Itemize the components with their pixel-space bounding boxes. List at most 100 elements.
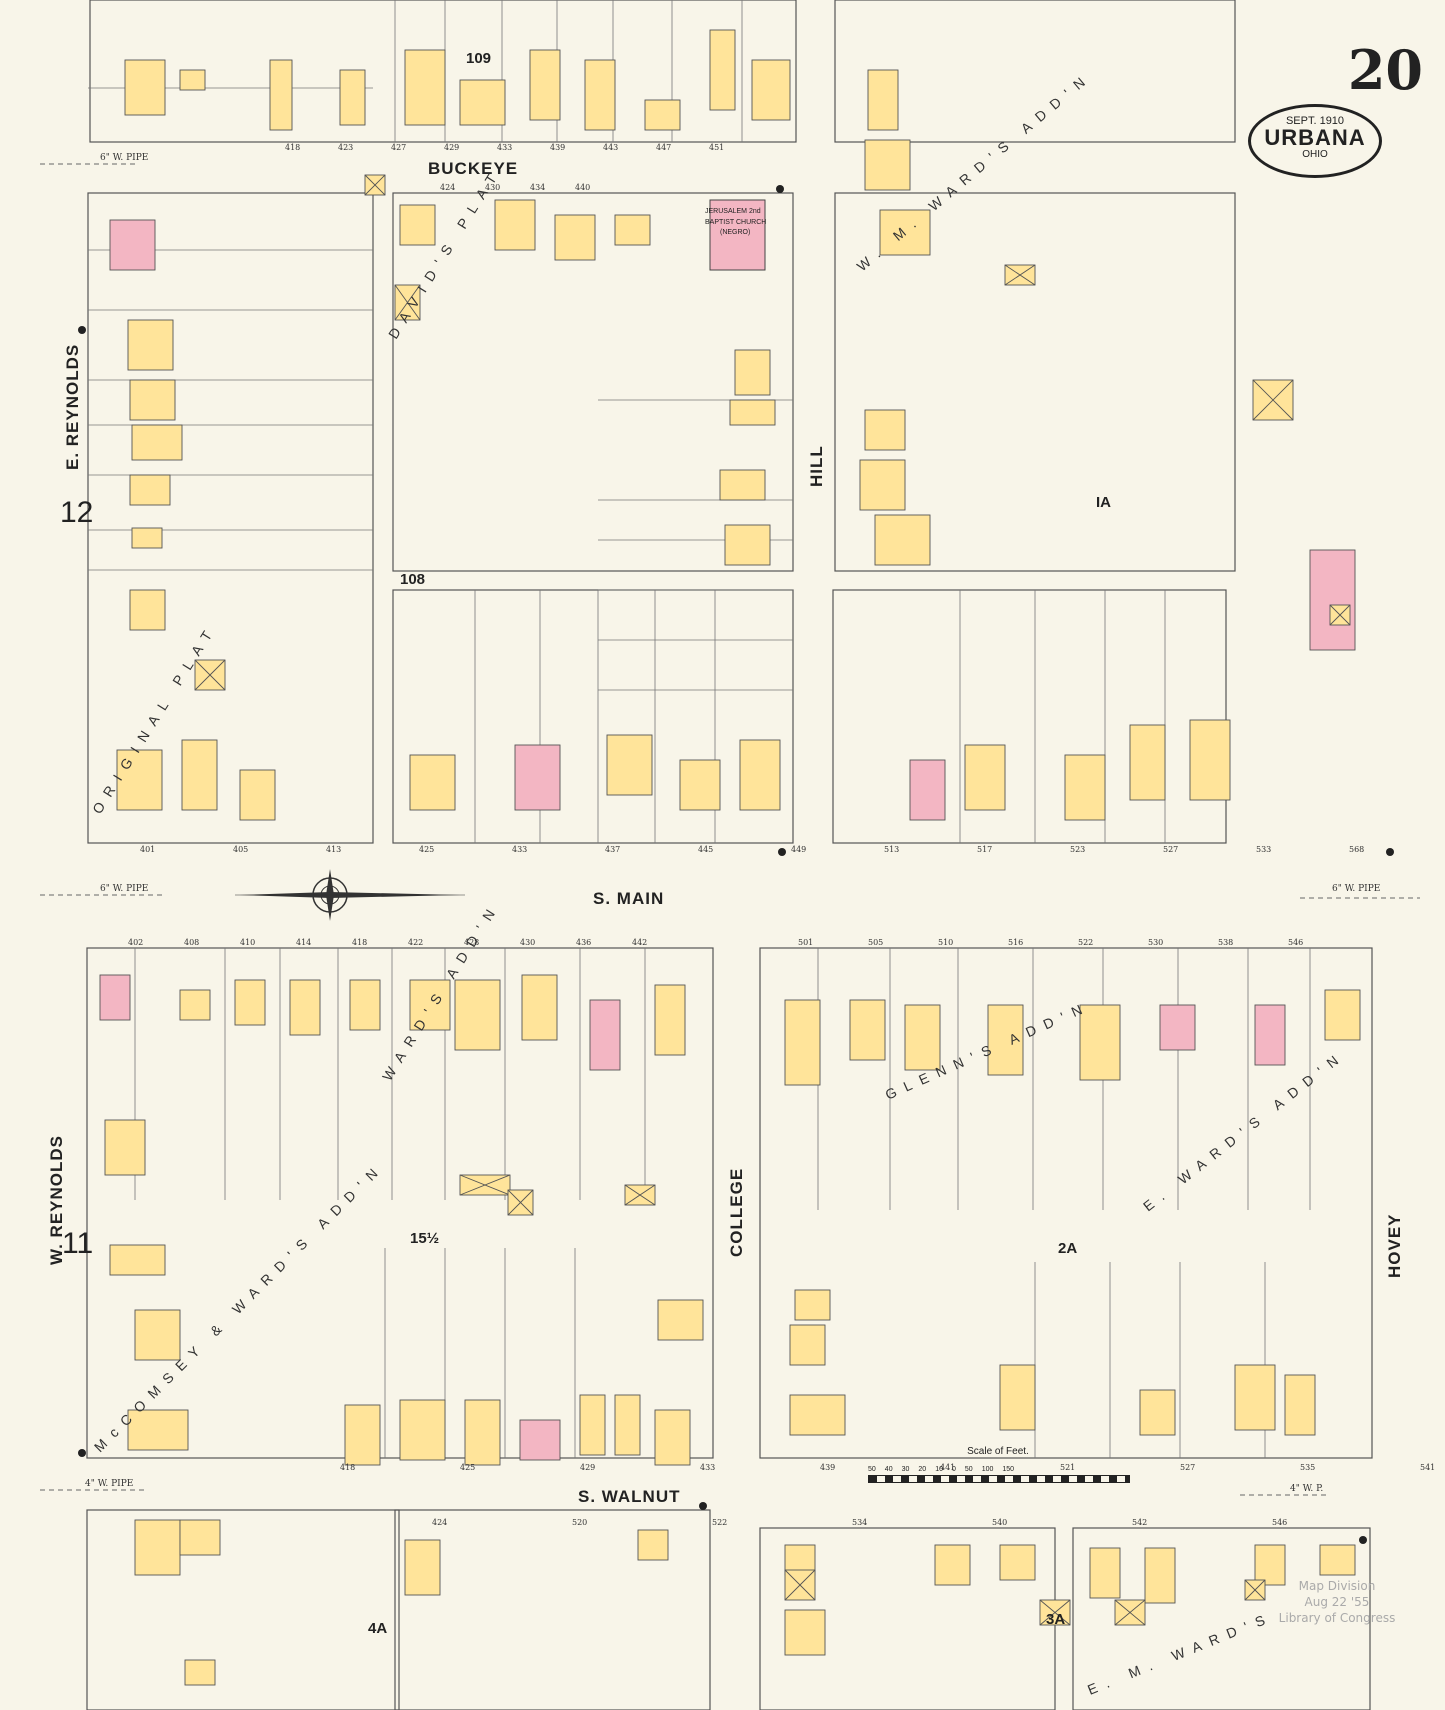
scale-tick: 30 (901, 1466, 910, 1473)
address-number: 517 (977, 845, 992, 854)
building (99, 974, 131, 1021)
cartouche-city: URBANA (1264, 125, 1366, 150)
address-number: 523 (1070, 845, 1085, 854)
building (124, 59, 166, 116)
street-label-buckeye: BUCKEYE (428, 159, 518, 178)
stamp-line: Library of Congress (1278, 1611, 1396, 1625)
building (1254, 1544, 1286, 1586)
building (1324, 989, 1361, 1041)
building (874, 514, 931, 566)
building (1159, 1004, 1196, 1051)
building (734, 349, 771, 396)
building (614, 1394, 641, 1456)
street-label-e-reynolds: E. REYNOLDS (63, 344, 82, 470)
building (1144, 1547, 1176, 1604)
library-stamp: Map Division Aug 22 '55 Library of Congr… (1262, 1578, 1412, 1626)
building (859, 459, 906, 511)
address-number: 437 (605, 845, 620, 854)
building (104, 1119, 146, 1176)
street-label-s-main: S. MAIN (593, 889, 664, 908)
building (849, 999, 886, 1061)
block-number: 109 (466, 50, 491, 67)
building (606, 734, 653, 796)
building (554, 214, 596, 261)
plat-label: McCOMSEY & WARD'S ADD'N (91, 1159, 387, 1455)
pipe-label: 6" W. PIPE (1332, 884, 1380, 894)
building (131, 424, 183, 461)
building (529, 49, 561, 121)
building (1139, 1389, 1176, 1436)
adjacent-sheet-number: 11 (62, 1227, 93, 1260)
address-number: 429 (444, 143, 459, 152)
outbuilding (1329, 604, 1351, 626)
address-number: 440 (575, 183, 590, 192)
address-number: 434 (530, 183, 545, 192)
church-name: BAPTIST CHURCH (705, 219, 766, 226)
hydrants (78, 185, 1394, 1544)
address-number: 441 (940, 1463, 955, 1472)
lot-lines (88, 0, 1311, 1458)
building (964, 744, 1006, 811)
address-number: 521 (1060, 1463, 1075, 1472)
building (131, 527, 163, 549)
building (751, 59, 791, 121)
scale-tick: 50 (964, 1466, 973, 1473)
building (784, 999, 821, 1086)
outbuilding (459, 1174, 511, 1196)
building (1129, 724, 1166, 801)
address-number: 402 (128, 938, 143, 947)
outbuilding (1039, 1599, 1071, 1626)
building (409, 754, 456, 811)
building (789, 1324, 826, 1366)
address-number: 429 (580, 1463, 595, 1472)
adjacent-sheet-number: 12 (60, 496, 93, 529)
building (729, 399, 776, 426)
address-number: 430 (485, 183, 500, 192)
address-number: 418 (352, 938, 367, 947)
building (454, 979, 501, 1051)
building (129, 379, 176, 421)
building (724, 524, 771, 566)
building (127, 1409, 189, 1451)
sheet-number: 20 (1347, 38, 1423, 102)
street-label-hill: HILL (807, 445, 826, 487)
address-number: 405 (233, 845, 248, 854)
address-number: 449 (791, 845, 806, 854)
address-number: 401 (140, 845, 155, 854)
address-number: 542 (1132, 1518, 1147, 1527)
address-number: 439 (550, 143, 565, 152)
outbuilding (194, 659, 226, 691)
street-label-w-reynolds: W. REYNOLDS (47, 1135, 66, 1265)
building (584, 59, 616, 131)
building (404, 49, 446, 126)
buildings (99, 29, 1361, 1686)
building (1234, 1364, 1276, 1431)
stamp-line: Aug 22 '55 (1304, 1595, 1370, 1609)
pipe-label: 4" W. P. (1290, 1484, 1323, 1494)
building (1254, 1004, 1286, 1066)
building (987, 1004, 1024, 1076)
building (719, 469, 766, 501)
building (404, 1539, 441, 1596)
building (1079, 1004, 1121, 1081)
building (739, 739, 781, 811)
building (999, 1544, 1036, 1581)
pipe-label: 4" W. PIPE (85, 1479, 133, 1489)
building (234, 979, 266, 1026)
address-number: 546 (1288, 938, 1303, 947)
address-number: 414 (296, 938, 311, 947)
building (784, 1609, 826, 1656)
scale-tick: 40 (884, 1466, 893, 1473)
address-number: 451 (709, 143, 724, 152)
plat-label: E. WARD'S ADD'N (1140, 1047, 1348, 1215)
compass-rose (235, 869, 465, 921)
building (679, 759, 721, 811)
outbuilding (1114, 1599, 1146, 1626)
church-note: (NEGRO) (720, 229, 750, 236)
building (909, 759, 946, 821)
address-number: 424 (432, 1518, 447, 1527)
building (409, 979, 451, 1031)
address-number: 513 (884, 845, 899, 854)
building (179, 69, 206, 91)
